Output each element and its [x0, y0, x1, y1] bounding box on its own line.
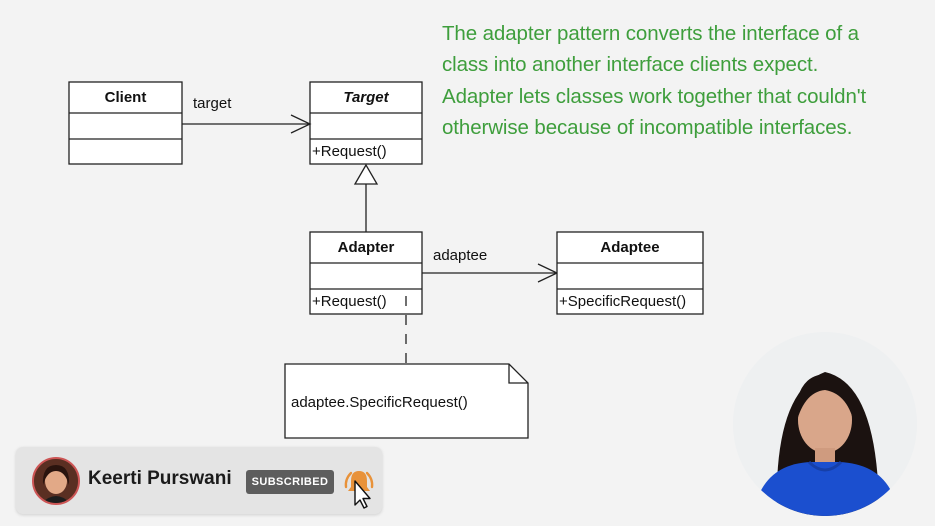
note-box: adaptee.SpecificRequest()	[284, 363, 529, 439]
note-text: adaptee.SpecificRequest()	[291, 394, 468, 411]
subscribed-button[interactable]: SUBSCRIBED	[246, 470, 334, 494]
adapter-method: +Request()	[312, 293, 387, 310]
adapter-class-name: Adapter	[338, 239, 395, 256]
adaptee-association: adaptee	[422, 247, 559, 283]
cursor-icon	[354, 480, 371, 509]
adaptee-class: Adaptee +SpecificRequest()	[556, 231, 704, 315]
description-line: otherwise because of incompatible interf…	[442, 115, 853, 139]
client-class-name: Client	[105, 89, 147, 106]
adapter-class: Adapter +Request()	[309, 231, 423, 315]
bell-icon[interactable]	[341, 467, 377, 509]
adaptee-association-label: adaptee	[433, 247, 487, 264]
client-class: Client	[68, 81, 183, 165]
subscription-card: Keerti Purswani SUBSCRIBED	[16, 447, 382, 514]
target-class-name: Target	[343, 89, 389, 106]
pattern-description: The adapter pattern converts the interfa…	[442, 18, 927, 143]
presenter-webcam	[733, 332, 917, 516]
target-class: Target +Request()	[309, 81, 423, 165]
description-line: The adapter pattern converts the interfa…	[442, 22, 859, 45]
channel-name[interactable]: Keerti Purswani	[88, 468, 232, 489]
target-method: +Request()	[312, 143, 387, 160]
adaptee-method: +SpecificRequest()	[559, 293, 686, 310]
generalization-arrow	[353, 163, 379, 232]
description-line: class into another interface clients exp…	[442, 53, 819, 77]
adaptee-class-name: Adaptee	[600, 239, 659, 256]
target-association: target	[182, 95, 312, 134]
target-association-label: target	[193, 95, 232, 112]
channel-avatar[interactable]	[32, 457, 80, 505]
description-line: Adapter lets classes work together that …	[442, 84, 867, 108]
